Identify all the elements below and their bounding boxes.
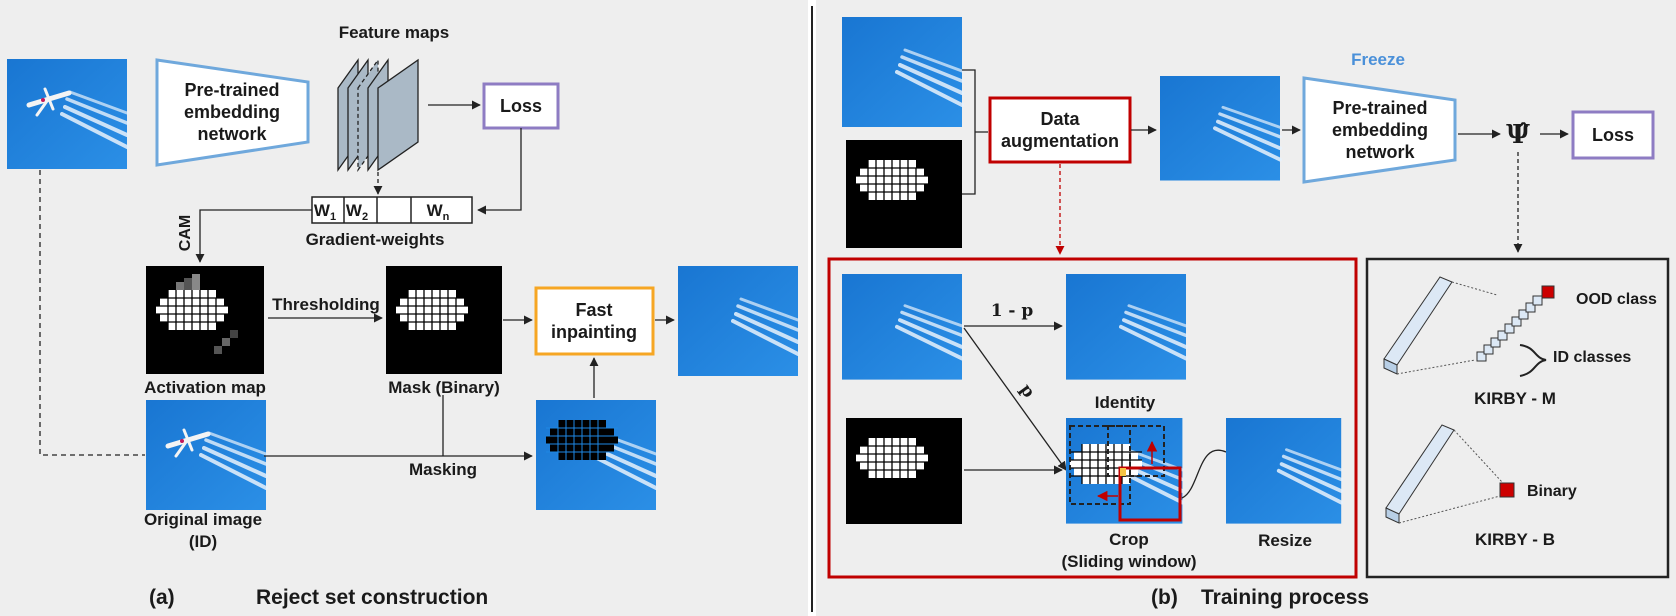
weight-2-label: W2 [346, 201, 368, 223]
pretrained-a-line1: Pre-trained [184, 80, 279, 100]
loss-a-label: Loss [500, 96, 542, 116]
caption-a-letter: (a) [149, 586, 175, 609]
original-image-line2: (ID) [189, 532, 217, 551]
crop-sliding-window-image [1064, 416, 1185, 526]
pretrained-b-line2: embedding [1332, 120, 1428, 140]
gradient-weight-cells [311, 196, 473, 224]
pretrained-b-line1: Pre-trained [1332, 98, 1427, 118]
resize-label: Resize [1258, 531, 1312, 550]
augmented-crop-image [1158, 74, 1282, 183]
loss-box-b [1571, 110, 1655, 160]
feature-maps-stack [337, 57, 419, 173]
crop-line2: (Sliding window) [1061, 552, 1196, 571]
aug-input-image [840, 15, 964, 129]
id-classes-brace [1519, 344, 1547, 377]
feature-maps-label: Feature maps [339, 23, 450, 42]
id-classes-label: ID classes [1553, 349, 1631, 366]
weight-n-label: Wn [427, 201, 450, 223]
resize-output-image [1224, 416, 1344, 526]
inpainted-output-image [676, 264, 800, 378]
original-image-line1: Original image [144, 510, 262, 529]
caption-b-text: Training process [1201, 586, 1369, 609]
binary-cube [1499, 482, 1515, 498]
binary-label: Binary [1527, 483, 1577, 500]
masked-image [534, 398, 658, 512]
activation-map-image [146, 266, 264, 374]
pretrained-network-b [1302, 76, 1457, 184]
p-arrow [963, 327, 1067, 471]
mask-binary-image [386, 266, 502, 374]
data-aug-line1: Data [1040, 109, 1080, 129]
gradient-weights-label: Gradient-weights [306, 230, 445, 249]
identity-label: Identity [1095, 393, 1156, 412]
fast-inpainting-box [534, 286, 655, 356]
data-augmentation-box [988, 96, 1132, 164]
data-aug-line2: augmentation [1001, 131, 1119, 151]
weight-1-label: W1 [314, 201, 336, 223]
loss-b-label: Loss [1592, 125, 1634, 145]
input-image-a [5, 57, 129, 171]
pretrained-a-line2: embedding [184, 102, 280, 122]
kirby-b-label: KIRBY - B [1475, 530, 1555, 549]
aug-input-mask [846, 140, 962, 248]
ood-class-label: OOD class [1576, 291, 1657, 308]
loss-box-a [482, 82, 560, 130]
aug-input-bracket [962, 69, 988, 195]
fast-inpainting-line1: Fast [575, 300, 612, 320]
freeze-label: Freeze [1351, 50, 1405, 69]
activation-map-label: Activation map [144, 378, 266, 397]
dashed-input-to-original [39, 170, 145, 456]
pretrained-b-line3: network [1345, 142, 1415, 162]
kirby-heads-box [1365, 257, 1670, 579]
original-image [144, 398, 268, 512]
cam-arrow [195, 209, 312, 263]
kirby-m-feature-bar [1383, 276, 1453, 375]
arrow-loss-to-weights [477, 128, 522, 215]
kirby-b-dotted-lines [1398, 429, 1503, 524]
one-minus-p-label: 1 - p [991, 301, 1034, 321]
mask-binary-label: Mask (Binary) [388, 378, 499, 397]
detail-input-image [840, 272, 964, 382]
caption-b-letter: (b) [1151, 586, 1178, 609]
crop-line1: Crop [1109, 530, 1149, 549]
masking-label: Masking [409, 460, 477, 479]
pretrained-network-a [155, 58, 310, 167]
identity-output-image [1064, 272, 1188, 382]
cam-label: CAM [177, 215, 194, 251]
crop-to-resize-connector [1181, 449, 1227, 499]
fast-inpainting-line2: inpainting [551, 322, 637, 342]
psi-symbol: Ψ̂ [1506, 120, 1530, 150]
kirby-m-class-cubes [1476, 285, 1555, 362]
caption-a-text: Reject set construction [256, 586, 488, 609]
detail-input-mask [846, 418, 962, 524]
pretrained-a-line3: network [197, 124, 267, 144]
kirby-m-dotted-lines [1396, 281, 1498, 375]
thresholding-label: Thresholding [272, 295, 380, 314]
augmentation-detail-box [827, 257, 1358, 579]
kirby-m-label: KIRBY - M [1474, 389, 1556, 408]
